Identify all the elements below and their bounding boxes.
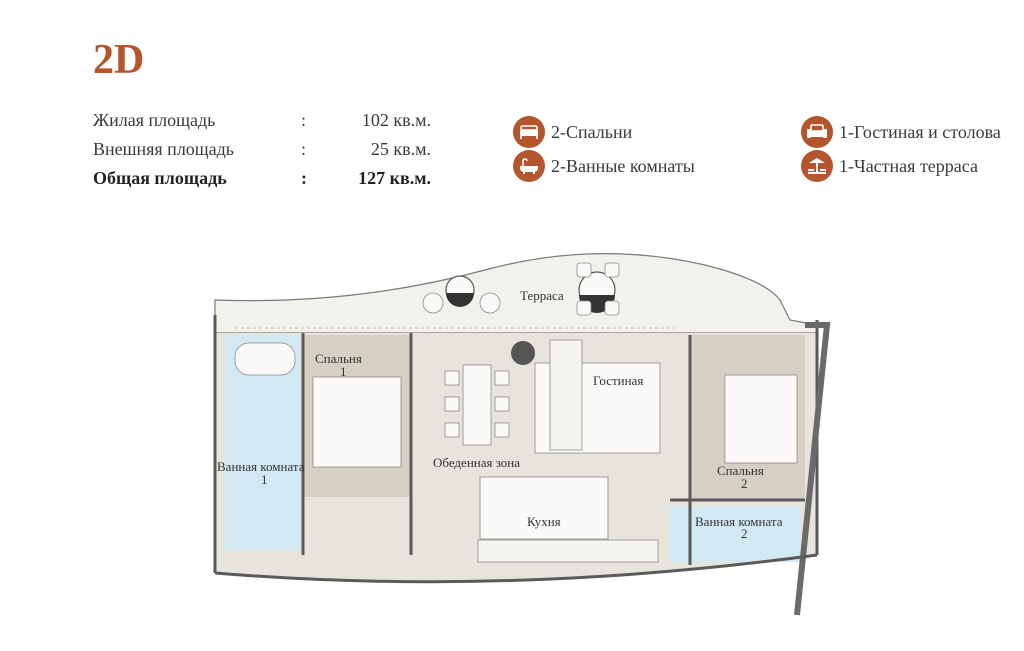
feature-bedrooms: 2-Спальни (513, 116, 632, 148)
area-value: 102 кв.м. (361, 110, 431, 130)
kitchen-island (479, 476, 609, 540)
feature-label: 1-Частная терраса (839, 155, 978, 176)
label-bedroom1-number: 1 (340, 364, 347, 379)
label-living: Гостиная (593, 373, 643, 388)
label-bath2: Ванная комната (695, 514, 783, 529)
feature-label: 2-Спальни (551, 121, 633, 142)
area-value: 25 кв.м. (370, 139, 431, 159)
area-separator: : (301, 139, 307, 159)
label-kitchen: Кухня (527, 514, 561, 529)
bath2-floor (670, 507, 800, 562)
label-bedroom2: Спальня (717, 463, 764, 478)
area-row-living: Жилая площадь : 102 кв.м. (93, 110, 438, 139)
label-bath1-number: 1 (261, 472, 268, 487)
bathtub (234, 342, 296, 376)
armchair-icon (801, 116, 833, 148)
area-separator: : (301, 110, 307, 130)
feature-terrace: 1-Частная терраса (801, 150, 978, 182)
label-terrace: Терраса (520, 288, 564, 303)
bathtub-icon (513, 150, 545, 182)
area-value: 127 кв.м. (358, 168, 431, 188)
feature-bathrooms: 2-Ванные комнаты (513, 150, 695, 182)
area-label: Жилая площадь (93, 110, 216, 130)
label-bath1: Ванная комната (217, 459, 305, 474)
area-label: Общая площадь (93, 168, 227, 188)
bed-icon (513, 116, 545, 148)
area-row-total: Общая площадь : 127 кв.м. (93, 168, 438, 197)
floor-plan-drawing: Терраса Спальня 1 Гостиная Обеденная зон… (213, 253, 831, 616)
floor-plan: Терраса Спальня 1 Гостиная Обеденная зон… (205, 235, 845, 620)
feature-label: 1-Гостиная и столова (839, 121, 1001, 142)
label-bedroom1: Спальня (315, 351, 362, 366)
area-label: Внешняя площадь (93, 139, 235, 159)
area-separator: : (301, 168, 307, 188)
terrace-area (214, 253, 818, 334)
label-bath2-number: 2 (741, 526, 748, 541)
terrace-icon (801, 150, 833, 182)
feature-living: 1-Гостиная и столова (801, 116, 1001, 148)
feature-label: 2-Ванные комнаты (551, 155, 695, 176)
label-dining: Обеденная зона (433, 455, 520, 470)
unit-title: 2D (93, 37, 145, 83)
area-table: Жилая площадь : 102 кв.м. Внешняя площад… (93, 110, 438, 197)
label-bedroom2-number: 2 (741, 476, 748, 491)
dining-table (462, 364, 492, 446)
area-row-outdoor: Внешняя площадь : 25 кв.м. (93, 139, 438, 168)
